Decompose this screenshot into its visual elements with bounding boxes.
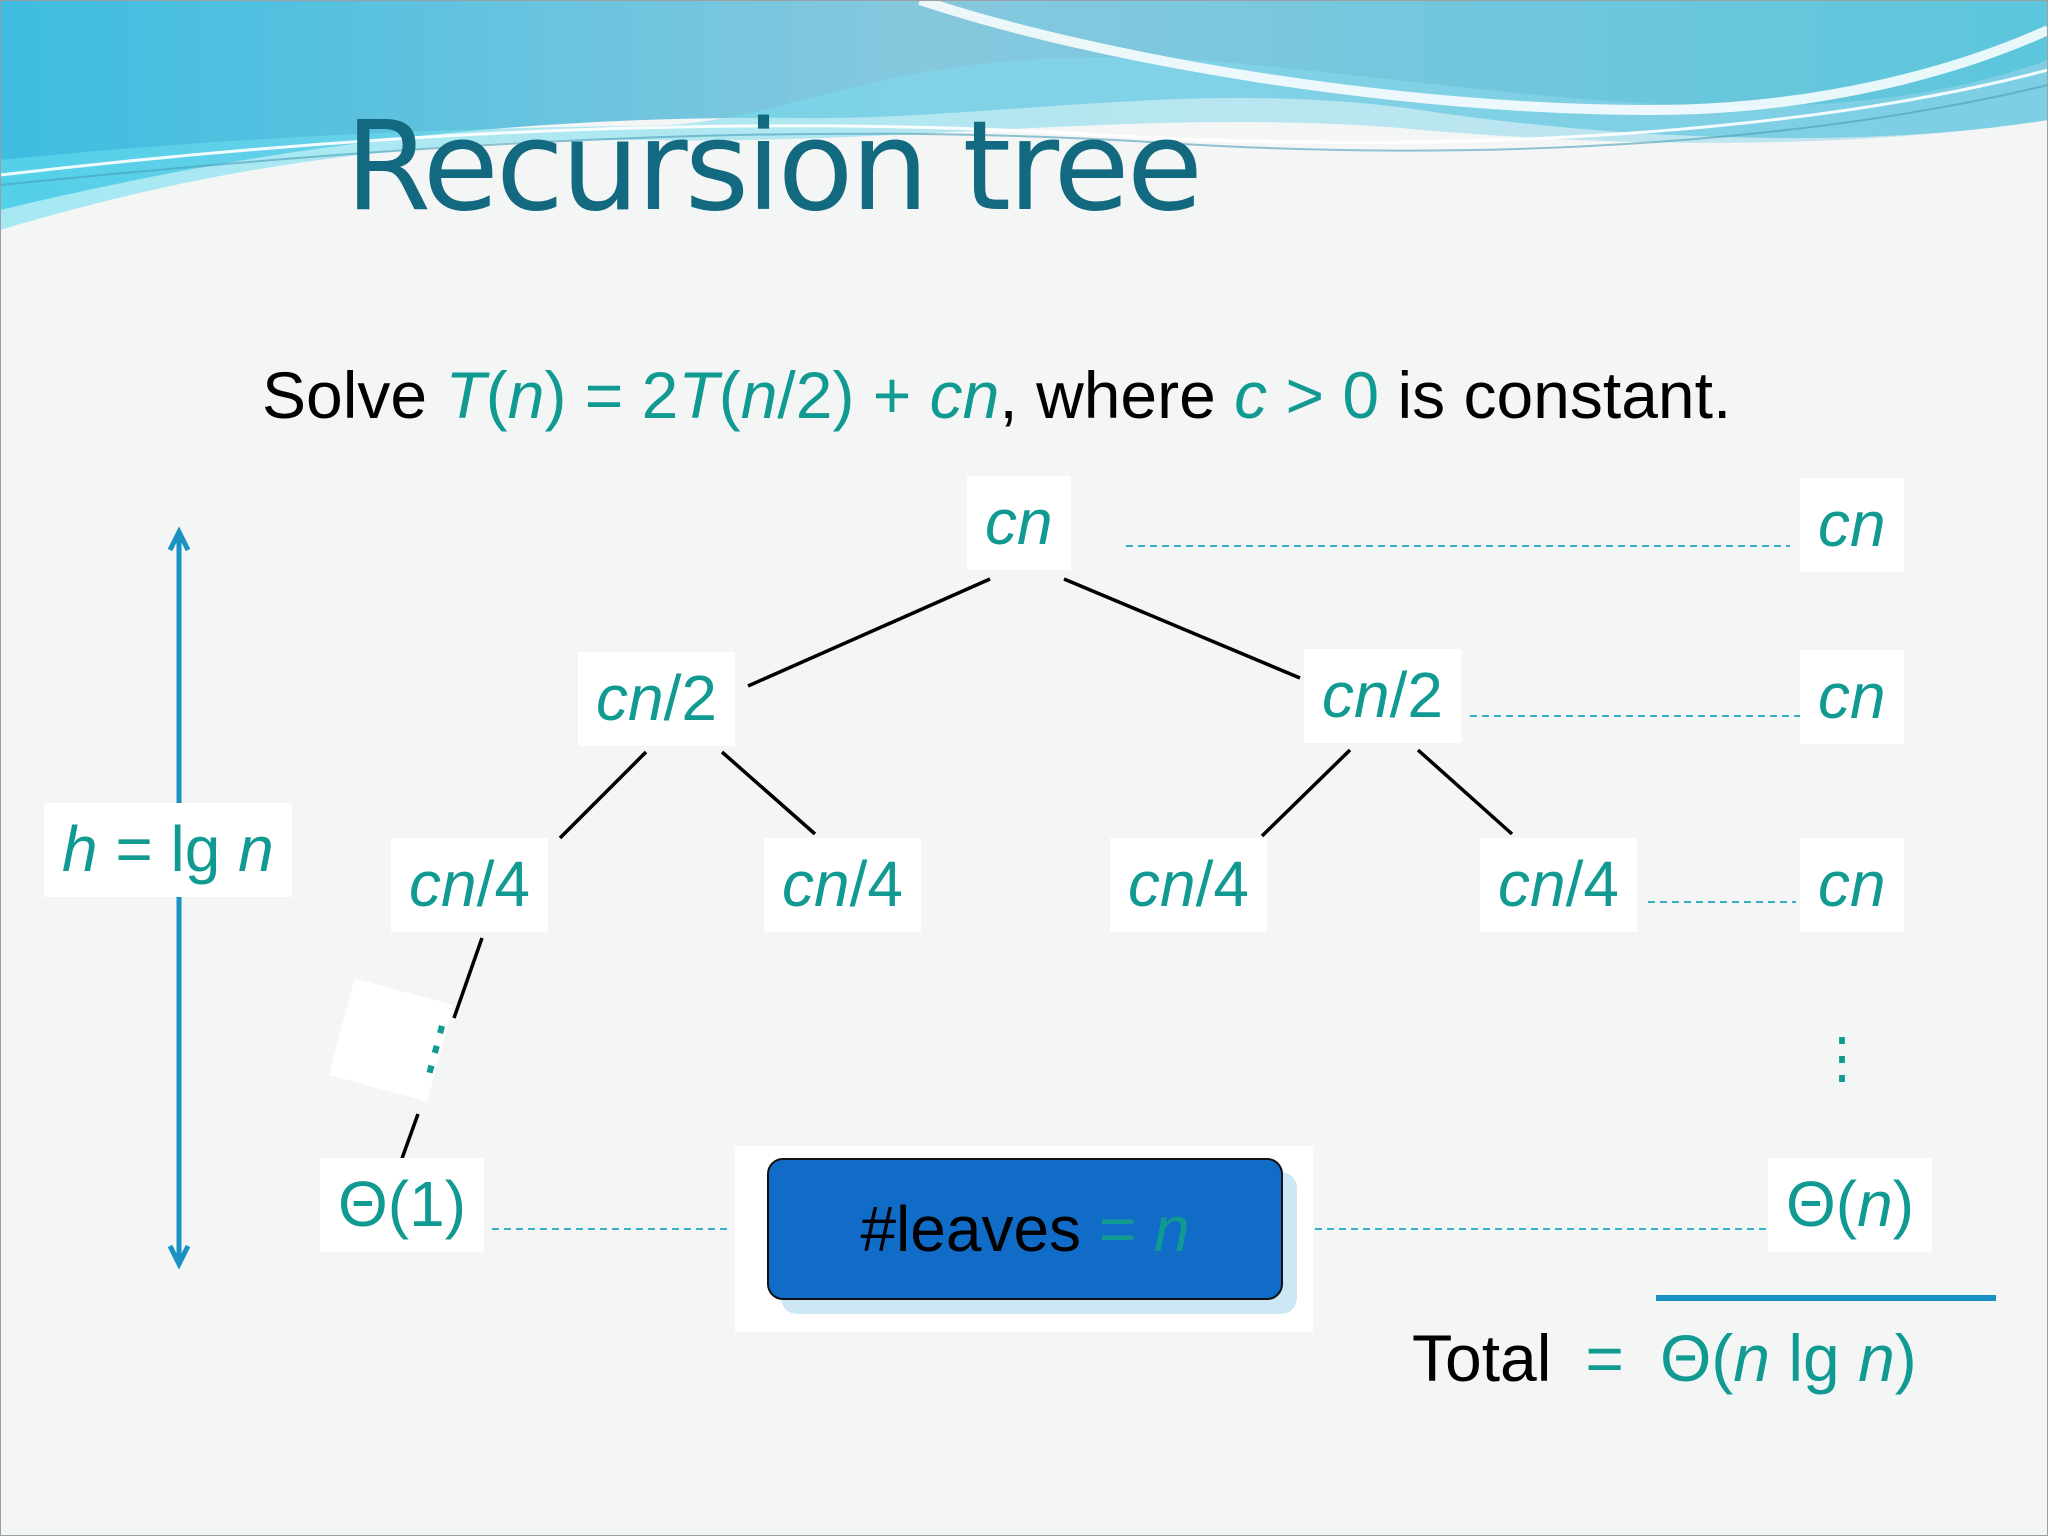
formula-half-plus: /2) +: [777, 358, 930, 432]
edge-root-left: [747, 577, 991, 688]
node-cn: cn: [985, 486, 1053, 558]
node-cn: cn: [782, 848, 850, 920]
sum-n: n: [1857, 1168, 1893, 1240]
tree-node-level1-right: cn/2: [1304, 649, 1461, 743]
node-suffix: /2: [663, 662, 717, 734]
where-text: , where: [999, 358, 1235, 432]
constant-text: is constant.: [1379, 358, 1732, 432]
height-label: h = lg n: [44, 803, 292, 897]
tree-root: cn: [967, 476, 1071, 570]
tree-node-level2-1: cn/4: [391, 838, 548, 932]
tree-node-level2-4: cn/4: [1480, 838, 1637, 932]
node-cn: cn: [409, 848, 477, 920]
level-guides: [492, 545, 1800, 1230]
node-suffix: /4: [476, 848, 530, 920]
slide-title: Recursion tree: [345, 95, 1203, 239]
total-n2: n: [1858, 1321, 1895, 1395]
constant-gt0: > 0: [1267, 358, 1380, 432]
level-sum-1: cn: [1800, 650, 1904, 744]
leaf-theta-1: Θ(1): [320, 1158, 484, 1252]
leaves-text: #leaves: [860, 1193, 1082, 1265]
total-lg: lg: [1770, 1321, 1859, 1395]
edge-l1-lr: [720, 750, 817, 836]
height-h: h: [62, 813, 98, 885]
tree-node-level1-left: cn/2: [578, 652, 735, 746]
node-suffix: /4: [849, 848, 903, 920]
tree-node-level2-3: cn/4: [1110, 838, 1267, 932]
formula-paren: (: [485, 358, 508, 432]
leaves-n: n: [1153, 1193, 1190, 1265]
level-sum-2: cn: [1800, 838, 1904, 932]
formula-cn: cn: [929, 358, 1000, 432]
right-dots: ⋮: [1814, 1026, 1870, 1091]
height-n: n: [238, 813, 274, 885]
edge-l1-rr: [1416, 748, 1514, 836]
sum-theta: Θ(: [1786, 1168, 1858, 1240]
formula-n: n: [507, 358, 545, 432]
total-theta: Θ(: [1659, 1321, 1734, 1395]
edge-l2-down-lower: [398, 1113, 420, 1165]
tree-node-level2-2: cn/4: [764, 838, 921, 932]
formula-eq: ) = 2: [544, 358, 679, 432]
formula-T: T: [445, 358, 486, 432]
tree-edges: [398, 577, 1514, 1165]
formula-T2: T: [678, 358, 719, 432]
level-sum-root: cn: [1800, 478, 1904, 572]
node-cn: cn: [1322, 659, 1390, 731]
total-label: Total: [1412, 1321, 1552, 1395]
edge-l2-down-upper: [452, 937, 484, 1019]
leaves-eq: =: [1081, 1193, 1154, 1265]
total-n1: n: [1733, 1321, 1771, 1395]
sum-close: ): [1892, 1168, 1914, 1240]
formula-paren2: (: [718, 358, 741, 432]
node-cn: cn: [596, 662, 664, 734]
height-arrow: [167, 526, 191, 1270]
level-sum-leaves: Θ(n): [1768, 1158, 1932, 1252]
left-dots: ⋮: [398, 1006, 475, 1090]
total-line: Total=Θ(n lg n): [1412, 1320, 1917, 1396]
node-suffix: /4: [1195, 848, 1249, 920]
total-close: ): [1894, 1321, 1917, 1395]
header-wave: [0, 0, 2048, 230]
node-suffix: /4: [1565, 848, 1619, 920]
edge-l1-rl: [1260, 748, 1352, 838]
edge-root-right: [1063, 577, 1301, 680]
node-suffix: /2: [1389, 659, 1443, 731]
edge-l1-ll: [558, 750, 648, 840]
total-eq: =: [1585, 1321, 1624, 1395]
node-cn: cn: [1128, 848, 1196, 920]
height-eq-lg: = lg: [97, 813, 239, 885]
formula-n2: n: [740, 358, 778, 432]
leaves-count-box: #leaves = n: [767, 1158, 1283, 1300]
node-cn: cn: [1498, 848, 1566, 920]
solve-word: Solve: [262, 358, 428, 432]
problem-statement: Solve T(n) = 2T(n/2) + cn, where c > 0 i…: [262, 362, 1731, 428]
constant-c: c: [1234, 358, 1268, 432]
